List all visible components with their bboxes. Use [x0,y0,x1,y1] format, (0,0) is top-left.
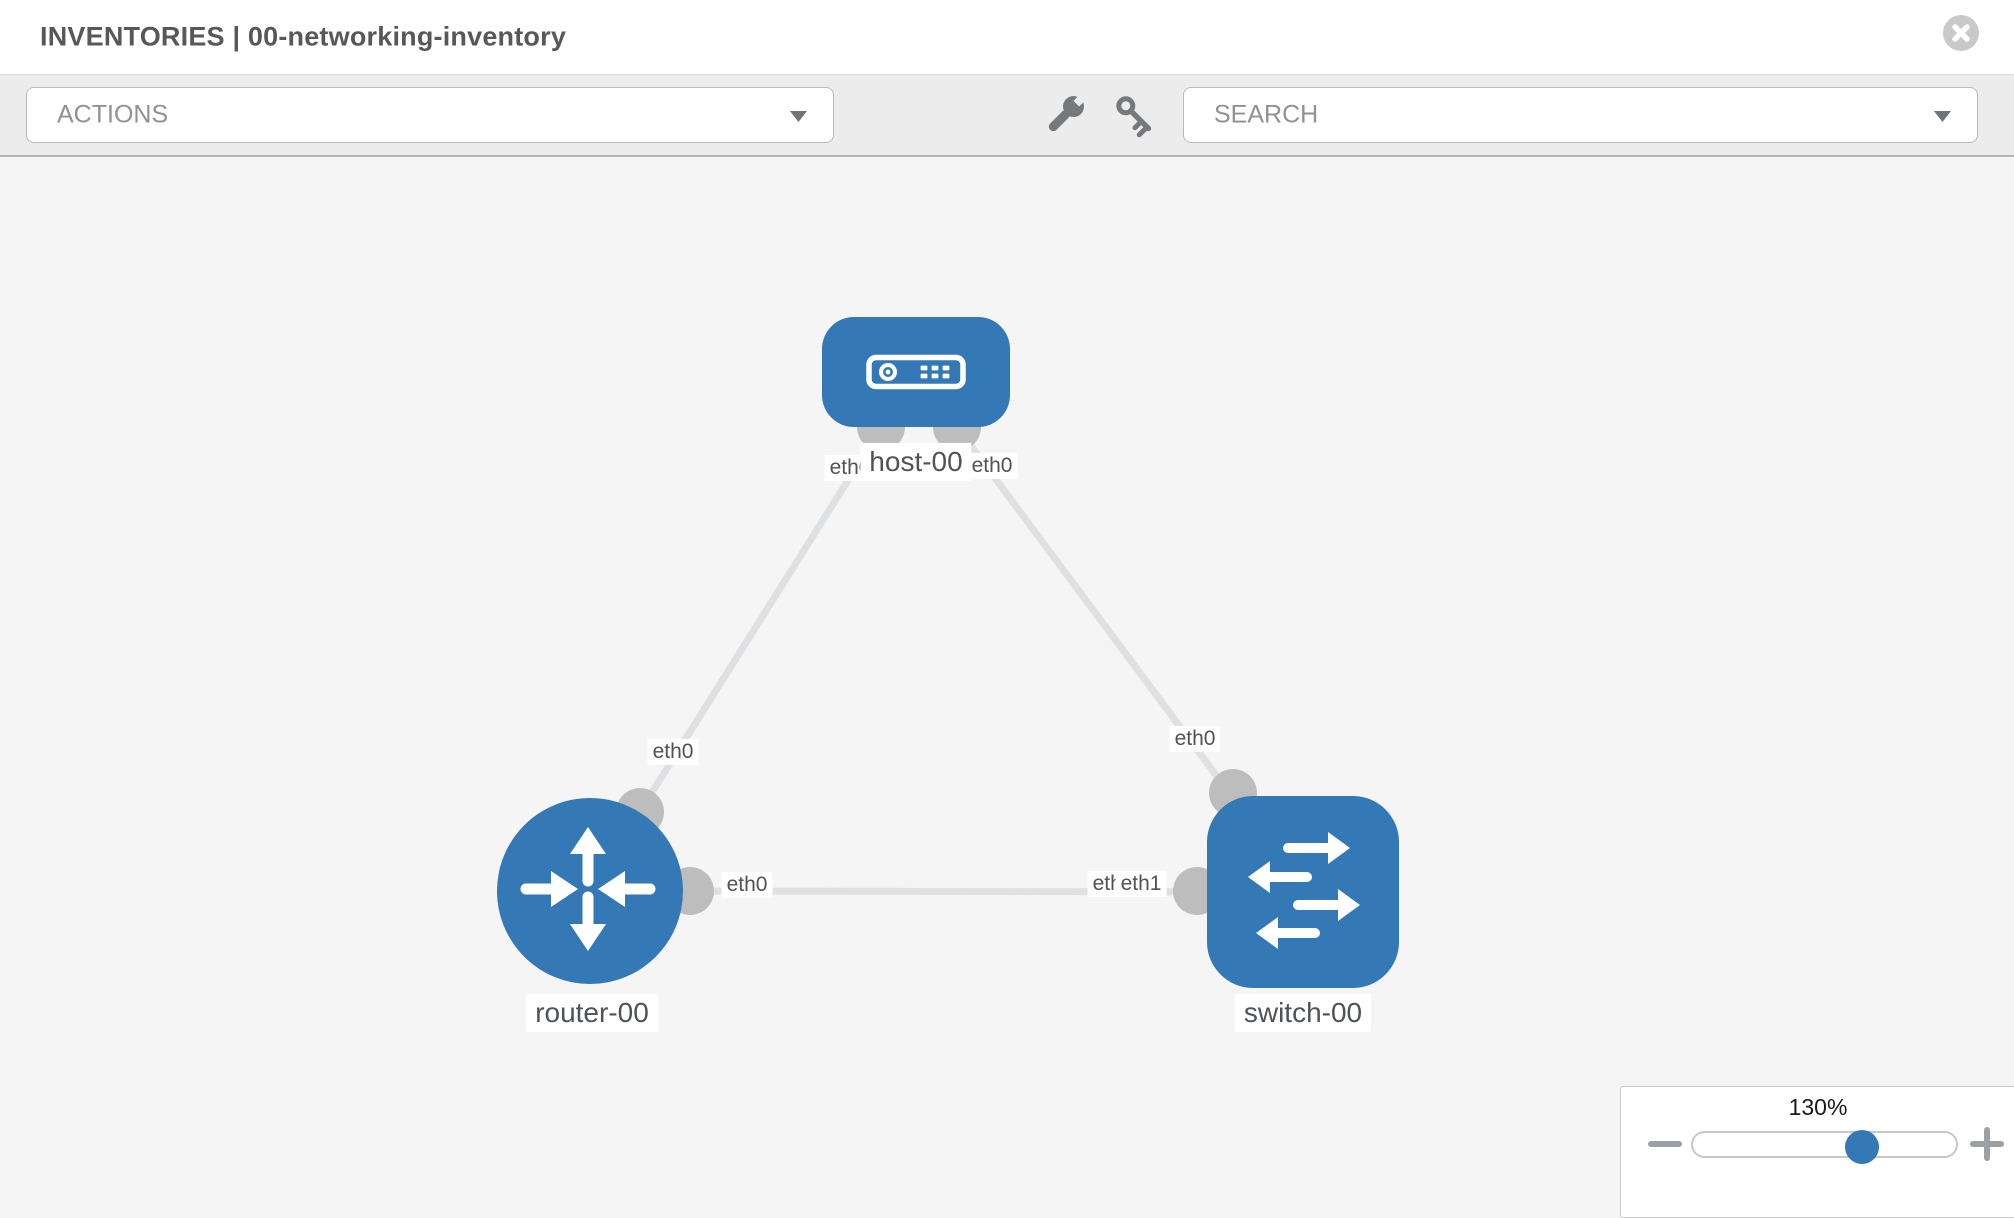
zoom-slider-track[interactable] [1691,1131,1958,1158]
actions-dropdown[interactable]: ACTIONS [26,87,834,143]
header-bar: INVENTORIES | 00-networking-inventory [0,0,2014,75]
chevron-down-icon [790,111,807,122]
search-dropdown[interactable]: SEARCH [1183,87,1978,143]
close-icon[interactable] [1943,15,1979,51]
node-router-00[interactable] [497,798,683,984]
switch-icon [1248,832,1360,949]
page-title: INVENTORIES | 00-networking-inventory [40,21,567,52]
zoom-panel: 130% [1620,1086,2014,1218]
zoom-value: 130% [1788,1094,1848,1120]
zoom-out-icon[interactable] [1645,1124,1685,1164]
key-icon[interactable] [1100,75,1170,155]
router-icon [520,827,656,951]
search-dropdown-label: SEARCH [1214,100,1319,129]
node-switch-00[interactable] [1207,796,1399,988]
node-host-00[interactable] [822,317,1010,427]
zoom-slider-handle[interactable] [1844,1130,1879,1164]
wrench-icon[interactable] [1030,75,1100,155]
host-icon [866,354,966,390]
toolbar: ACTIONS SEARCH [0,75,2014,157]
chevron-down-icon [1934,111,1951,122]
actions-dropdown-label: ACTIONS [57,100,169,129]
zoom-in-icon[interactable] [1967,1124,2007,1164]
